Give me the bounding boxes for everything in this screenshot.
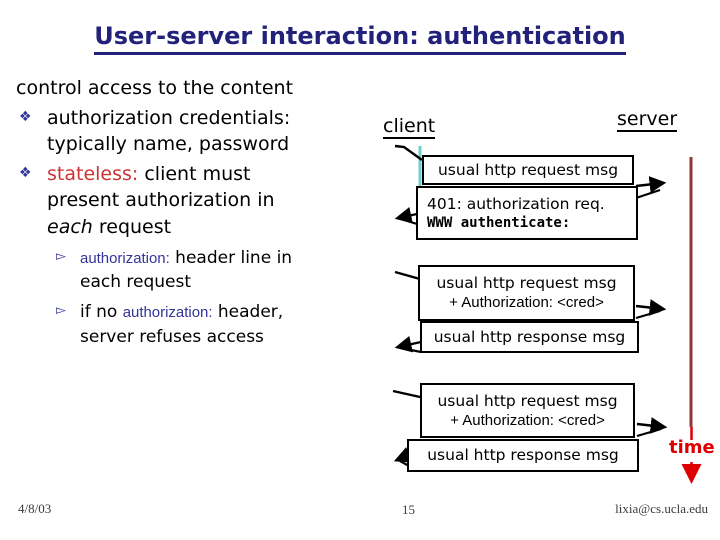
message-text-authorization: + Authorization: <cred> bbox=[449, 294, 604, 312]
authorization-header-code: authorization: bbox=[122, 303, 213, 321]
message-box-request-2: usual http request msg + Authorization: … bbox=[418, 265, 635, 321]
bullet-text: header line in bbox=[169, 247, 293, 268]
request-arrow bbox=[635, 176, 667, 193]
sub-bullet-auth-header: ▻ authorization: header line in each req… bbox=[16, 246, 394, 295]
bullet-text: header, bbox=[212, 301, 284, 322]
bullet-text: request bbox=[92, 216, 172, 239]
title-bar: User-server interaction: authentication bbox=[0, 22, 720, 55]
message-text-authorization: + Authorization: <cred> bbox=[450, 411, 605, 429]
response-arrow bbox=[400, 346, 422, 354]
message-text: usual http request msg bbox=[437, 160, 619, 179]
bullet-text: if no bbox=[80, 301, 123, 322]
authorization-header-code: authorization: bbox=[80, 249, 170, 267]
page-title: User-server interaction: authentication bbox=[94, 22, 626, 55]
request-arrow bbox=[636, 417, 668, 434]
response-arrow bbox=[394, 207, 418, 224]
diamond-bullet-icon: ❖ bbox=[19, 164, 32, 181]
request-arrow bbox=[635, 309, 661, 320]
bullet-text: each request bbox=[80, 272, 192, 293]
time-label: time bbox=[669, 437, 715, 458]
footer-email: lixia@cs.ucla.edu bbox=[615, 501, 708, 516]
footer-page-number: 15 bbox=[402, 502, 415, 517]
request-arrow bbox=[635, 299, 667, 316]
request-arrow bbox=[392, 389, 421, 399]
client-label: client bbox=[383, 115, 436, 139]
message-box-response-2: usual http response msg bbox=[420, 321, 639, 353]
message-text: usual http response msg bbox=[433, 327, 626, 346]
request-arrow bbox=[394, 144, 423, 161]
message-box-request-1: usual http request msg bbox=[422, 155, 634, 185]
bullet-list: control access to the content ❖ authoriz… bbox=[16, 76, 394, 349]
bullet-item-stateless: ❖ stateless: client must present authori… bbox=[16, 161, 394, 241]
arrow-bullet-icon: ▻ bbox=[56, 248, 66, 264]
diamond-bullet-icon: ❖ bbox=[19, 108, 32, 125]
bullet-text: server refuses access bbox=[80, 326, 264, 347]
message-box-401-response: 401: authorization req. WWW authenticate… bbox=[416, 186, 638, 240]
bullet-text: authorization credentials: bbox=[47, 106, 291, 129]
server-label: server bbox=[617, 108, 678, 132]
intro-text: control access to the content bbox=[16, 77, 294, 99]
bullet-text: client must bbox=[138, 162, 251, 185]
stateless-keyword: stateless: bbox=[47, 162, 139, 185]
sub-bullet-no-auth: ▻ if no authorization: header, server re… bbox=[16, 300, 394, 349]
message-text: usual http request msg bbox=[437, 391, 618, 410]
message-text: usual http request msg bbox=[436, 274, 617, 293]
message-box-response-3: usual http response msg bbox=[407, 439, 639, 472]
message-text: usual http response msg bbox=[427, 446, 619, 465]
message-text: 401: authorization req. bbox=[427, 194, 605, 213]
response-arrow bbox=[394, 335, 422, 353]
arrow-bullet-icon: ▻ bbox=[56, 302, 66, 318]
message-text-code: WWW authenticate: bbox=[427, 214, 571, 231]
bullet-text-italic: each bbox=[47, 216, 93, 239]
request-arrow bbox=[636, 427, 662, 438]
message-box-request-3: usual http request msg + Authorization: … bbox=[420, 383, 635, 438]
bullet-text: present authorization in bbox=[47, 189, 275, 212]
response-arrow bbox=[400, 217, 418, 226]
footer-date: 4/8/03 bbox=[18, 501, 52, 516]
request-arrow bbox=[394, 270, 421, 281]
request-arrow bbox=[635, 188, 661, 200]
bullet-text: typically name, password bbox=[47, 133, 290, 156]
bullet-item-credentials: ❖ authorization credentials: typically n… bbox=[16, 105, 394, 158]
